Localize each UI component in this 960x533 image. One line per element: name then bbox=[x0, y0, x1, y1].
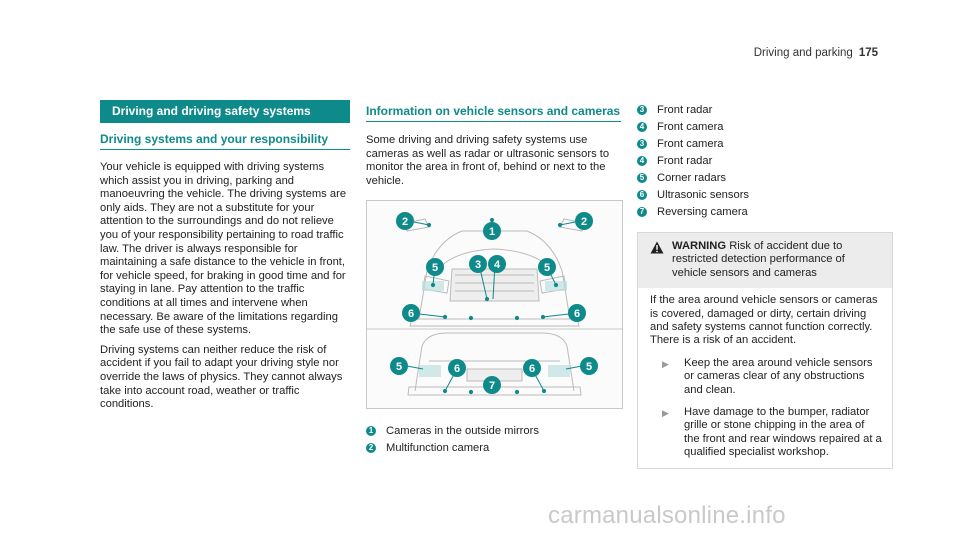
callout-6-rear-left: 6 bbox=[448, 359, 466, 378]
warning-title: WARNING Risk of accident due to restrict… bbox=[672, 240, 882, 280]
callout-5-rear-left: 5 bbox=[390, 357, 408, 376]
figure-callouts: 2 2 1 3 4 5 5 6 6 5 5 6 6 7 bbox=[390, 212, 598, 395]
instruction-text: Keep the area around vehicle sensors or … bbox=[684, 356, 873, 396]
intro-paragraph: Some driving and driving safety systems … bbox=[366, 134, 610, 187]
svg-text:6: 6 bbox=[574, 308, 580, 320]
svg-text:2: 2 bbox=[402, 216, 408, 228]
warning-title-text: Risk of accident due to restricted detec… bbox=[672, 240, 845, 279]
warning-body: If the area around vehicle sensors or ca… bbox=[638, 288, 892, 467]
list-item: 4 Front radar bbox=[637, 152, 891, 169]
list-item: 7 Reversing camera bbox=[637, 203, 891, 220]
figure-legend: 1 Cameras in the outside mirrors 2 Multifu… bbox=[366, 422, 621, 456]
callout-5-front-left: 5 bbox=[426, 258, 444, 277]
list-text: Front radar bbox=[657, 103, 713, 116]
legend-text: Cameras in the outside mirrors bbox=[386, 424, 539, 437]
svg-text:1: 1 bbox=[489, 226, 495, 238]
list-text: Reversing camera bbox=[657, 205, 748, 218]
svg-text:7: 7 bbox=[489, 380, 495, 392]
legend-number: 2 bbox=[366, 442, 376, 453]
list-item: 3 Front camera bbox=[637, 135, 891, 152]
callout-1: 1 bbox=[483, 222, 501, 241]
watermark: carmanualsonline.info bbox=[548, 502, 786, 529]
callout-5-rear-right: 5 bbox=[580, 357, 598, 376]
warning-label: WARNING bbox=[672, 240, 727, 252]
callout-2-right: 2 bbox=[575, 212, 593, 231]
list-item: 3 Front radar bbox=[637, 101, 891, 118]
legend-text: Multifunction camera bbox=[386, 441, 490, 454]
running-head-section: Driving and parking bbox=[753, 47, 853, 59]
callout-6-front-left: 6 bbox=[402, 304, 420, 323]
list-number: 3 bbox=[637, 104, 647, 115]
list-number: 3 bbox=[637, 138, 647, 149]
list-text: Ultrasonic sensors bbox=[657, 188, 750, 201]
list-number: 4 bbox=[637, 155, 647, 166]
arrow-right-icon: ▶ bbox=[662, 408, 669, 419]
callout-4: 4 bbox=[488, 255, 506, 274]
svg-text:6: 6 bbox=[454, 363, 460, 375]
svg-text:5: 5 bbox=[432, 262, 438, 274]
list-text: Front camera bbox=[657, 137, 724, 150]
list-text: Corner radars bbox=[657, 171, 727, 184]
column-driving-systems: Driving and driving safety systems Drivi… bbox=[100, 100, 350, 412]
list-item: 4 Front camera bbox=[637, 118, 891, 135]
warning-box: WARNING Risk of accident due to restrict… bbox=[637, 232, 893, 469]
subheading: Driving systems and your responsibility bbox=[100, 132, 350, 150]
section-banner: Driving and driving safety systems bbox=[100, 100, 350, 123]
svg-text:6: 6 bbox=[408, 308, 414, 320]
list-text: Front radar bbox=[657, 154, 713, 167]
list-item: 5 Corner radars bbox=[637, 169, 891, 186]
section-heading: Information on vehicle sensors and camer… bbox=[366, 104, 621, 122]
list-number: 7 bbox=[637, 206, 647, 217]
callout-2-left: 2 bbox=[396, 212, 414, 231]
warning-text: If the area around vehicle sensors or ca… bbox=[650, 294, 878, 347]
legend-item: 1 Cameras in the outside mirrors bbox=[366, 422, 621, 439]
svg-text:4: 4 bbox=[494, 259, 501, 271]
callout-6-rear-right: 6 bbox=[523, 359, 541, 378]
warning-instruction: ▶ Have damage to the bumper, radiator gr… bbox=[650, 406, 882, 460]
arrow-right-icon: ▶ bbox=[662, 358, 669, 369]
svg-text:5: 5 bbox=[396, 361, 402, 373]
svg-text:2: 2 bbox=[581, 216, 587, 228]
warning-header: WARNING Risk of accident due to restrict… bbox=[638, 233, 892, 289]
paragraph-responsibility: Your vehicle is equipped with driving sy… bbox=[100, 161, 347, 337]
warning-instruction: ▶ Keep the area around vehicle sensors o… bbox=[650, 357, 882, 397]
running-head: Driving and parking 175 bbox=[754, 47, 878, 59]
vehicle-illustration: 2 2 1 3 4 5 5 6 6 5 5 6 6 7 bbox=[367, 212, 622, 396]
callout-5-front-right: 5 bbox=[538, 258, 556, 277]
callout-6-front-right: 6 bbox=[568, 304, 586, 323]
vehicle-sensor-figure: 2 2 1 3 4 5 5 6 6 5 5 6 6 7 bbox=[366, 200, 623, 410]
warning-triangle-icon bbox=[650, 241, 664, 280]
legend-number: 1 bbox=[366, 425, 376, 436]
paragraph-limitations: Driving systems can neither reduce the r… bbox=[100, 343, 343, 411]
page-number: 175 bbox=[858, 47, 878, 59]
list-item: 6 Ultrasonic sensors bbox=[637, 186, 891, 203]
callout-7: 7 bbox=[483, 376, 501, 395]
list-number: 5 bbox=[637, 172, 647, 183]
list-text: Front camera bbox=[657, 120, 724, 133]
svg-text:5: 5 bbox=[544, 262, 550, 274]
svg-text:5: 5 bbox=[586, 361, 592, 373]
legend-item: 2 Multifunction camera bbox=[366, 439, 621, 456]
list-number: 6 bbox=[637, 189, 647, 200]
instruction-text: Have damage to the bumper, radiator gril… bbox=[684, 406, 882, 459]
svg-text:6: 6 bbox=[529, 363, 535, 375]
callout-3: 3 bbox=[469, 255, 487, 274]
svg-text:3: 3 bbox=[475, 259, 481, 271]
column-sensors: Information on vehicle sensors and camer… bbox=[366, 100, 623, 456]
list-number: 4 bbox=[637, 121, 647, 132]
